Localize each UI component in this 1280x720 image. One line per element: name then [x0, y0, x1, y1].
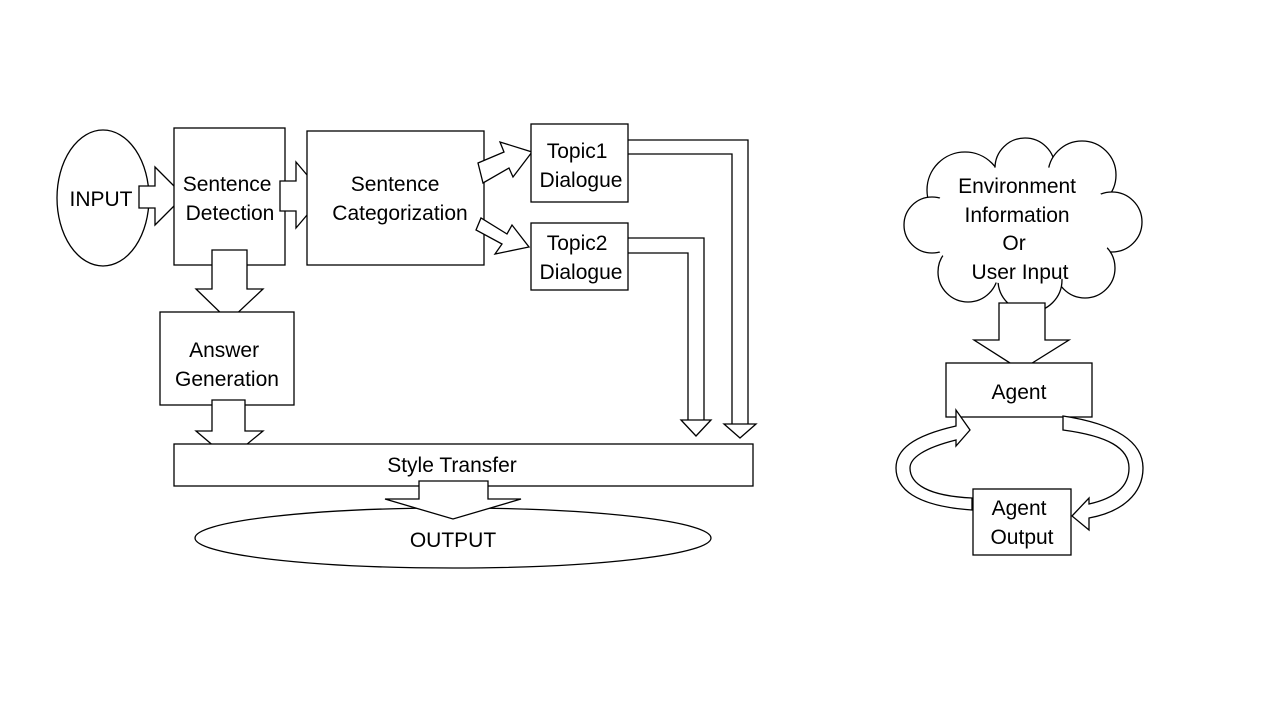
topic1-output-connector — [628, 139, 749, 424]
categorization-to-topic2-arrow — [475, 217, 531, 255]
input-to-detection-arrow — [138, 165, 185, 227]
topic1-dialogue-label: Topic1 Dialogue — [540, 140, 623, 192]
environment-label: Environment Information Or User Input — [958, 175, 1082, 284]
sentence-categorization-label: Sentence Categorization — [332, 173, 467, 225]
sentence-categorization-box — [306, 130, 485, 266]
topic1-output-arrowhead — [722, 423, 758, 439]
agent-output-box — [972, 488, 1072, 556]
environment-cloud — [903, 137, 1143, 313]
topic1-dialogue-box — [530, 123, 629, 203]
output-label: OUTPUT — [410, 529, 497, 552]
topic2-output-connector — [628, 237, 705, 420]
categorization-to-topic1-arrow — [477, 140, 534, 184]
agent-output-to-agent-loop-arrow — [895, 407, 973, 511]
style-transfer-box — [173, 443, 754, 487]
input-label: INPUT — [70, 188, 133, 211]
answer-generation-label: Answer Generation — [175, 339, 279, 391]
sentence-detection-label: Sentence Detection — [183, 173, 278, 225]
agent-output-label: Agent Output — [990, 497, 1053, 549]
topic2-output-arrowhead — [679, 419, 713, 437]
style-to-output-arrow — [384, 480, 522, 520]
topic2-dialogue-label: Topic2 Dialogue — [540, 232, 623, 284]
agent-box — [945, 362, 1093, 418]
style-transfer-label: Style Transfer — [387, 454, 517, 477]
agent-label: Agent — [992, 381, 1047, 404]
answer-generation-box — [159, 311, 295, 406]
topic2-dialogue-box — [530, 222, 629, 291]
cloud-to-agent-arrow — [971, 302, 1072, 371]
agent-to-agent-output-loop-arrow — [1062, 415, 1144, 532]
sentence-detection-box — [173, 127, 286, 266]
detection-to-answer-arrow — [194, 249, 265, 322]
